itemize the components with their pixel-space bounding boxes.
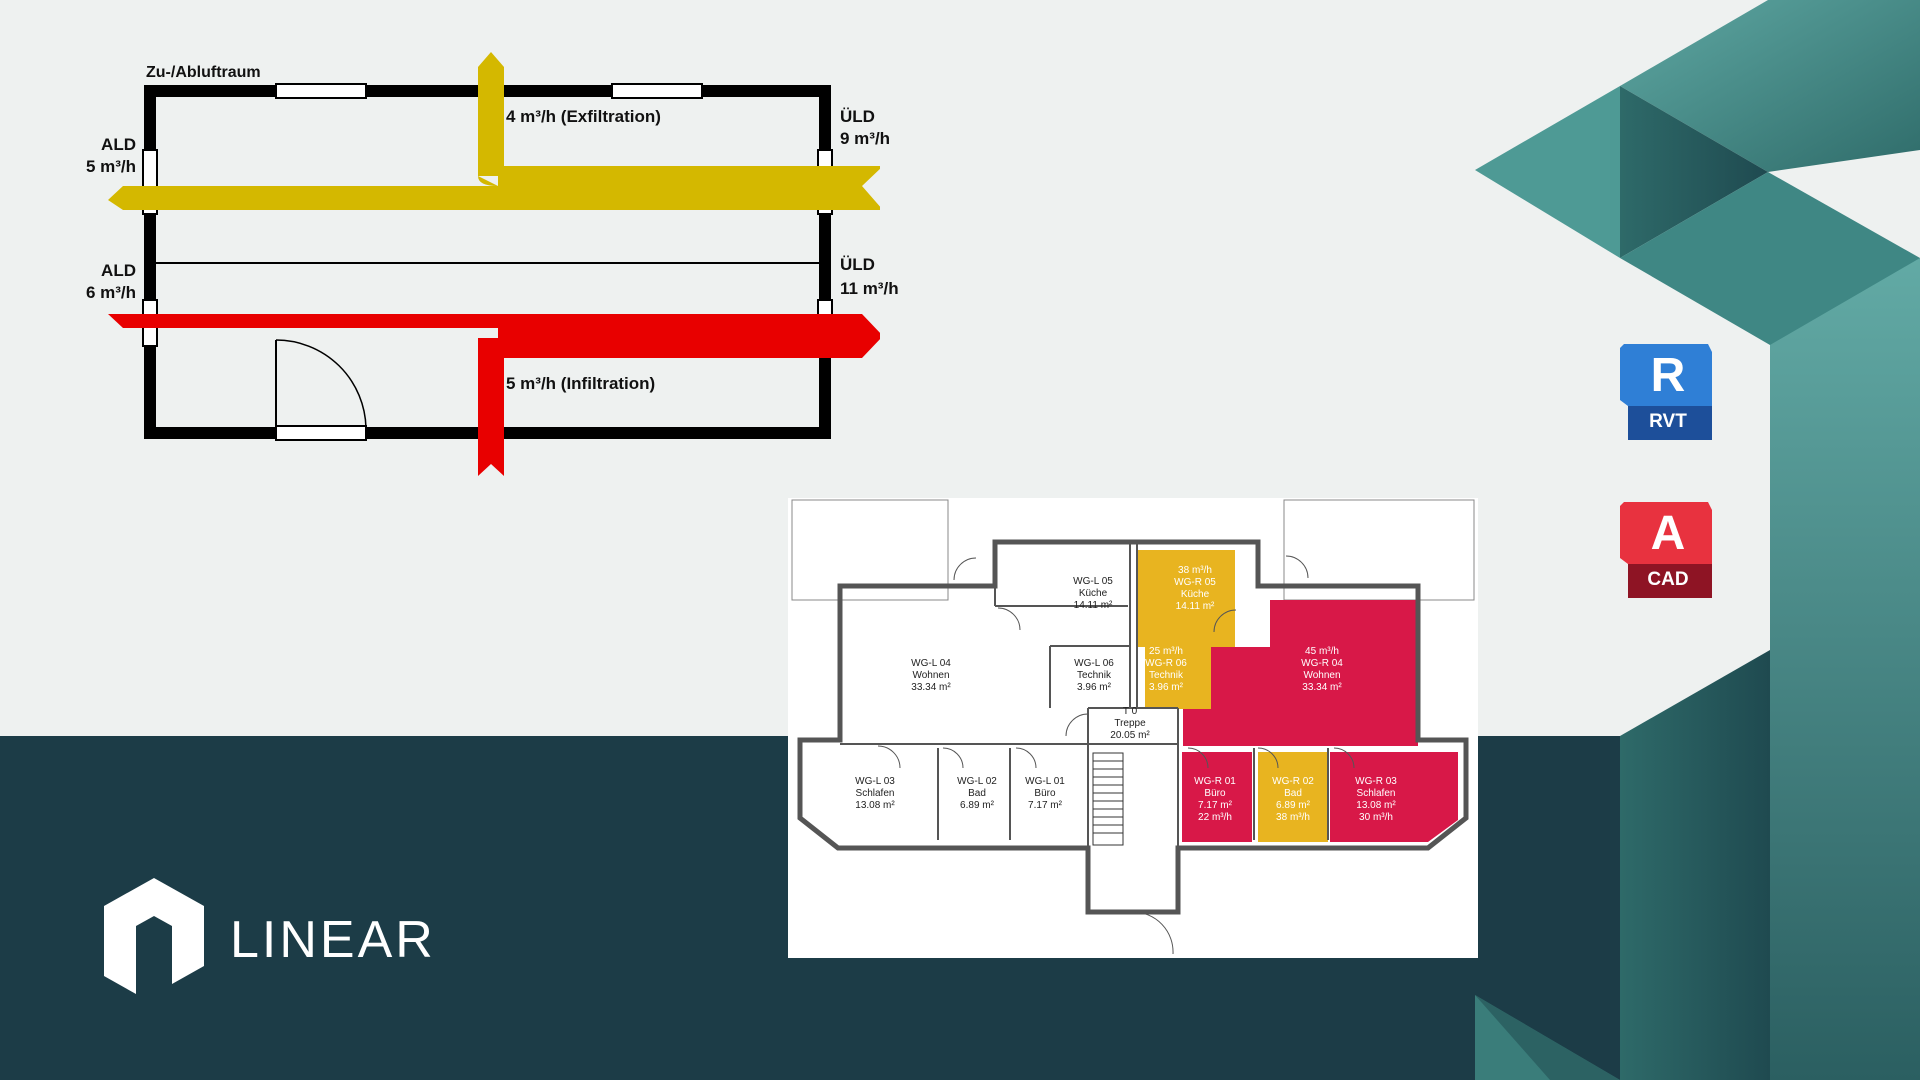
scheme-window-1 (275, 83, 367, 99)
floor-plan-outer-wall (797, 539, 1469, 915)
autocad-letter: A (1650, 507, 1686, 560)
uld-top-value: 9 m³/h (840, 129, 891, 148)
floor-plan-interior-walls (840, 542, 1329, 848)
room-fill-wg-r-01 (1182, 752, 1252, 842)
room-fill-wg-r-05 (1137, 550, 1235, 647)
deco-shape-5 (1770, 258, 1920, 1080)
brand-name: LINEAR (230, 911, 436, 969)
autocad-icon (1620, 502, 1712, 598)
deco-shape-1 (1620, 0, 1920, 172)
scheme-title: Zu-/Abluftraum (146, 64, 261, 81)
ald-bottom-name: ALD (101, 261, 136, 280)
uld-bottom-value: 11 m³/h (840, 279, 899, 298)
deco-shape-8 (1475, 995, 1620, 1080)
deco-shape-2 (1475, 86, 1620, 258)
ald-top-value: 5 m³/h (85, 157, 136, 176)
room-fill-wg-r-02 (1258, 752, 1328, 842)
floor-plan (788, 498, 1478, 958)
uld-top-name: ÜLD (840, 107, 875, 126)
deco-shape-3 (1620, 86, 1768, 258)
exfiltration-label: 4 m³/h (Exfiltration) (506, 107, 661, 126)
supply-air-arrow (108, 52, 880, 210)
revit-letter: R (1650, 349, 1686, 402)
scheme-window-2 (611, 83, 703, 99)
floor-plan-stairs (1092, 752, 1124, 846)
balcony-left (791, 499, 949, 601)
room-fill-wg-r-03 (1330, 752, 1458, 842)
exhaust-air-arrow (108, 314, 880, 476)
room-fill-wg-r-04 (1183, 600, 1418, 746)
ald-top-name: ALD (101, 135, 136, 154)
ventilation-scheme (108, 52, 880, 476)
autocad-label: CAD (1647, 569, 1689, 590)
uld-bottom-name: ÜLD (840, 255, 875, 274)
autocad-cad-badge: A CAD (1620, 502, 1712, 598)
supply-air-arrow-joint (478, 176, 498, 186)
revit-icon (1620, 344, 1712, 440)
ald-bottom-value: 6 m³/h (85, 283, 136, 302)
revit-label: RVT (1649, 411, 1687, 432)
scheme-door-swing (275, 339, 367, 429)
room-fill-wg-r-06 (1145, 647, 1211, 709)
floor-plan-doors (877, 555, 1355, 955)
revit-rvt-badge: R RVT (1620, 344, 1712, 440)
linear-logo-icon (104, 878, 204, 994)
infiltration-label: 5 m³/h (Infiltration) (506, 374, 656, 393)
scheme-window-3 (275, 425, 367, 441)
deco-shape-6 (1620, 650, 1770, 1080)
